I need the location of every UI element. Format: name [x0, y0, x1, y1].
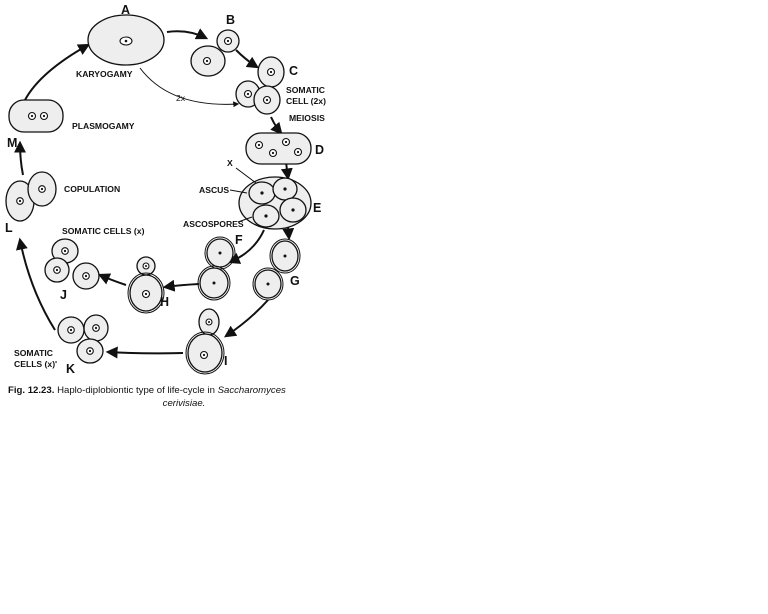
- stage-k-somatic-cells: [57, 314, 109, 364]
- label-copulation: COPULATION: [64, 184, 120, 194]
- label-karyogamy: KARYOGAMY: [76, 69, 133, 79]
- arrow-e-to-g: [282, 225, 295, 241]
- stage-letter-j: J: [60, 288, 67, 302]
- stage-l-copulating-cells: [5, 171, 57, 222]
- stage-d-meiosis-cell: [245, 132, 312, 165]
- arrow-c-to-d: [270, 116, 283, 135]
- stage-letter-m: M: [7, 136, 17, 150]
- stage-m-plasmogamy-cell: [8, 99, 64, 133]
- arrow-m-to-a: [24, 43, 91, 101]
- caption-text: Haplo-diplobiontic type of life-cycle in: [57, 385, 215, 396]
- stage-b-budding-cell: [190, 29, 240, 77]
- stage-letter-f: F: [235, 233, 243, 247]
- stage-letter-a: A: [121, 3, 130, 17]
- cycle-arrows: [14, 28, 295, 359]
- stage-e-ascus: [238, 176, 312, 230]
- stage-letter-c: C: [289, 64, 298, 78]
- figure-number: Fig. 12.23.: [8, 385, 55, 396]
- label-x: X: [227, 158, 233, 168]
- stage-letter-h: H: [160, 295, 169, 309]
- stage-letter-b: B: [226, 13, 235, 27]
- arrow-a-to-b: [166, 28, 209, 40]
- leader-lines: [229, 167, 257, 223]
- stage-c-somatic-cells: [235, 56, 285, 115]
- arrow-k-to-l: [16, 237, 56, 331]
- label-ascospores: ASCOSPORES: [183, 219, 244, 229]
- arrow-i-to-k: [105, 346, 184, 359]
- label-plasmogamy: PLASMOGAMY: [72, 121, 135, 131]
- stage-letter-l: L: [5, 221, 13, 235]
- stage-h-germinating-spore: [127, 256, 165, 314]
- label-ascus: ASCUS: [199, 185, 229, 195]
- stage-letter-g: G: [290, 274, 300, 288]
- arrow-l-to-m: [14, 140, 27, 176]
- caption-species-line2: cerivisiae.: [162, 398, 206, 409]
- label-2x: 2x: [176, 93, 186, 103]
- stage-i-germinating-spore: [185, 308, 225, 375]
- arrow-a-to-somatic-2x: [139, 67, 240, 108]
- caption-species-line1: Saccharomyces: [217, 385, 286, 396]
- stage-letter-d: D: [315, 143, 324, 157]
- stage-letter-k: K: [66, 362, 75, 376]
- label-meiosis: MEIOSIS: [289, 113, 325, 123]
- arrow-f-to-h: [162, 279, 200, 292]
- stage-f-ascospores: [197, 236, 236, 301]
- arrow-g-to-i: [224, 299, 269, 338]
- stage-a-zygote: [87, 14, 165, 66]
- label-somatic-cells-x: SOMATIC CELLS (x): [62, 226, 145, 236]
- label-somatic-cell-2x-line1: SOMATIC: [286, 85, 325, 95]
- label-somatic-cell-2x-line2: CELL (2x): [286, 96, 326, 106]
- arrow-d-to-e: [280, 161, 293, 181]
- stage-g-ascospores: [252, 238, 301, 301]
- stage-letter-e: E: [313, 201, 321, 215]
- stage-j-somatic-cells: [44, 238, 100, 290]
- stage-letter-i: I: [224, 354, 227, 368]
- label-somatic-cells-x-k-line1: SOMATIC: [14, 348, 53, 358]
- arrow-b-to-c: [235, 49, 260, 69]
- figure-caption: Fig. 12.23. Haplo-diplobiontic type of l…: [8, 384, 360, 410]
- label-somatic-cells-x-k-line2: CELLS (x)': [14, 359, 57, 369]
- arrow-h-to-j: [97, 273, 127, 286]
